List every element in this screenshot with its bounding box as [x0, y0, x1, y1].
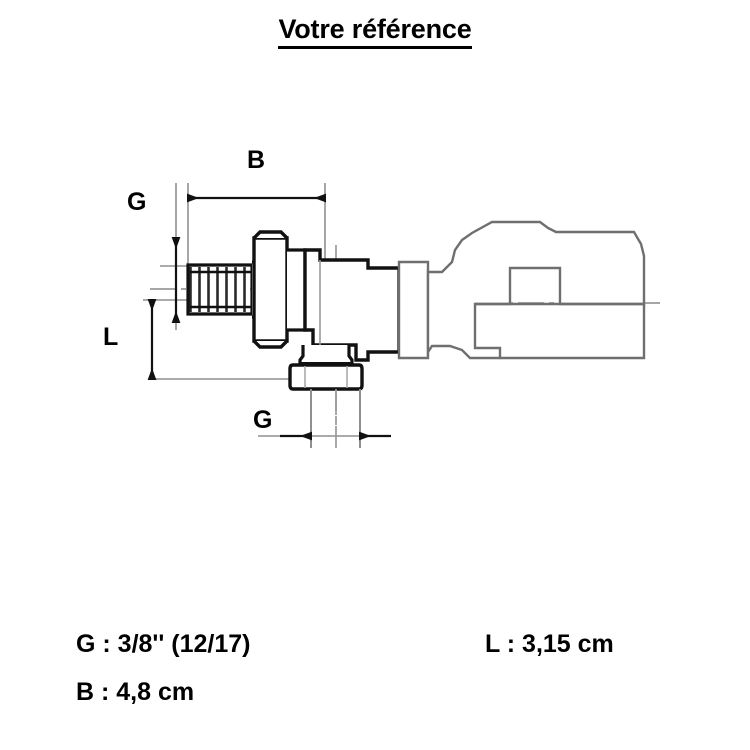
valve-drawing-svg	[143, 183, 660, 448]
technical-drawing: B G L G	[103, 146, 660, 448]
spec-width: B : 4,8 cm	[76, 678, 195, 706]
dimension-label-g-horizontal: G	[253, 406, 273, 434]
spec-thread-size: G : 3/8'' (12/17)	[76, 630, 251, 658]
dimension-label-l: L	[103, 323, 119, 351]
bottom-outlet	[288, 345, 364, 448]
drawing-geometry	[143, 183, 660, 448]
valve-flange	[397, 260, 430, 360]
angle-valve-body	[303, 248, 401, 362]
valve-head-handle	[426, 220, 646, 360]
specifications-block: G : 3/8'' (12/17) L : 3,15 cm B : 4,8 cm	[0, 612, 750, 722]
valve-head-lower-detail	[475, 302, 646, 360]
hex-union-nut	[252, 230, 307, 349]
dimension-label-b: B	[247, 146, 266, 174]
page-title: Votre référence	[278, 14, 472, 50]
page-title-container: Votre référence	[0, 14, 750, 50]
spec-length: L : 3,15 cm	[485, 630, 614, 658]
dimension-label-g-vertical: G	[127, 188, 147, 216]
